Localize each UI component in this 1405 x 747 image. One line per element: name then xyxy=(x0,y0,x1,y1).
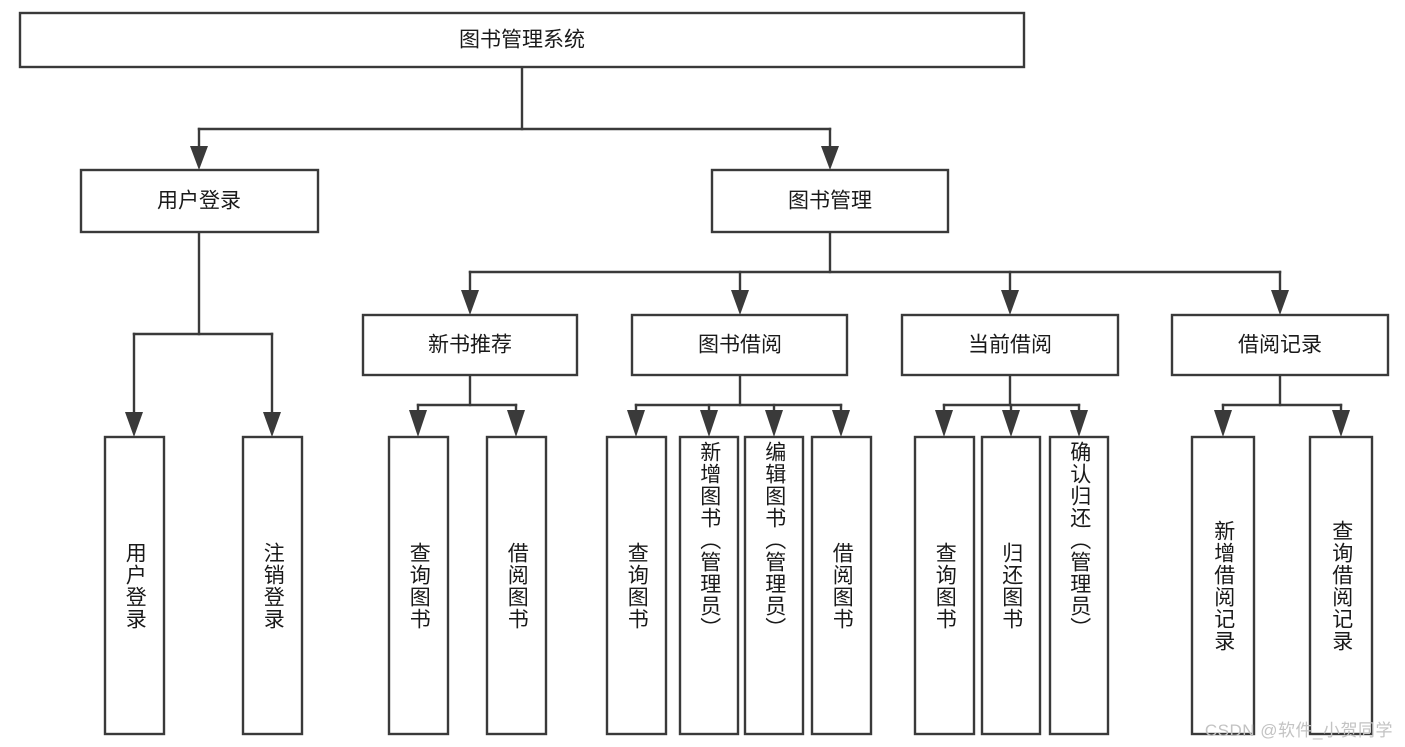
node-user-login-label: 用户登录 xyxy=(157,190,241,213)
arrowhead-ul-leaf2 xyxy=(263,412,281,437)
arrowhead-borrow-record xyxy=(1271,290,1289,315)
node-current-borrow-label: 当前借阅 xyxy=(968,334,1052,357)
node-root-label: 图书管理系统 xyxy=(459,29,585,52)
arrowhead-br-leaf2 xyxy=(1332,410,1350,437)
leaf-box-bb-edit-book[interactable] xyxy=(743,435,805,736)
arrowhead-br-leaf1 xyxy=(1214,410,1232,437)
leaf-box-logout[interactable] xyxy=(241,435,304,736)
node-book-management-label: 图书管理 xyxy=(788,190,872,213)
node-book-borrow-box[interactable] xyxy=(630,313,849,377)
leaf-box-br-add-record[interactable] xyxy=(1190,435,1256,736)
node-new-book-recommend-label: 新书推荐 xyxy=(428,334,512,357)
leaf-box-cb-return-book[interactable] xyxy=(980,435,1042,736)
arrowhead-bb-leaf1 xyxy=(627,410,645,437)
arrowhead-current-borrow xyxy=(1001,290,1019,315)
node-root-box[interactable] xyxy=(18,11,1026,69)
arrowhead-ul-leaf1 xyxy=(125,412,143,437)
arrowhead-user-login xyxy=(190,146,208,170)
csdn-watermark: CSDN @软件_小贺同学 xyxy=(1204,721,1393,740)
node-current-borrow-box[interactable] xyxy=(900,313,1120,377)
node-layer: 图书管理系统 用户登录 图书管理 新书推荐 图书借阅 当前借阅 借阅记录 xyxy=(18,11,1390,736)
leaf-box-bb-add-book[interactable] xyxy=(678,435,740,736)
leaf-box-nb-borrow-book[interactable] xyxy=(485,435,548,736)
arrowhead-cb-leaf2 xyxy=(1002,410,1020,437)
arrowhead-book-borrow xyxy=(731,290,749,315)
leaf-box-user-login[interactable] xyxy=(103,435,166,736)
arrowhead-new-book xyxy=(461,290,479,315)
leaf-box-bb-query-book[interactable] xyxy=(605,435,668,736)
leaf-box-cb-query-book[interactable] xyxy=(913,435,976,736)
arrowhead-nb-leaf1 xyxy=(409,410,427,437)
leaf-box-br-query-record[interactable] xyxy=(1308,435,1374,736)
leaf-box-bb-borrow-book[interactable] xyxy=(810,435,873,736)
arrowhead-bb-leaf4 xyxy=(832,410,850,437)
arrowhead-bb-leaf3 xyxy=(765,410,783,437)
leaf-box-nb-query-book[interactable] xyxy=(387,435,450,736)
arrowhead-nb-leaf2 xyxy=(507,410,525,437)
node-user-login-box[interactable] xyxy=(79,168,320,234)
arrowhead-bb-leaf2 xyxy=(700,410,718,437)
leaf-box-cb-confirm-return[interactable] xyxy=(1048,435,1110,736)
connector-layer xyxy=(125,65,1350,437)
node-borrow-record-label: 借阅记录 xyxy=(1238,334,1322,357)
arrowhead-cb-leaf1 xyxy=(935,410,953,437)
node-book-management-box[interactable] xyxy=(710,168,950,234)
node-borrow-record-box[interactable] xyxy=(1170,313,1390,377)
arrowhead-cb-leaf3 xyxy=(1070,410,1088,437)
arrowhead-book-mgmt xyxy=(821,146,839,170)
node-new-book-recommend-box[interactable] xyxy=(361,313,579,377)
node-book-borrow-label: 图书借阅 xyxy=(698,334,782,357)
